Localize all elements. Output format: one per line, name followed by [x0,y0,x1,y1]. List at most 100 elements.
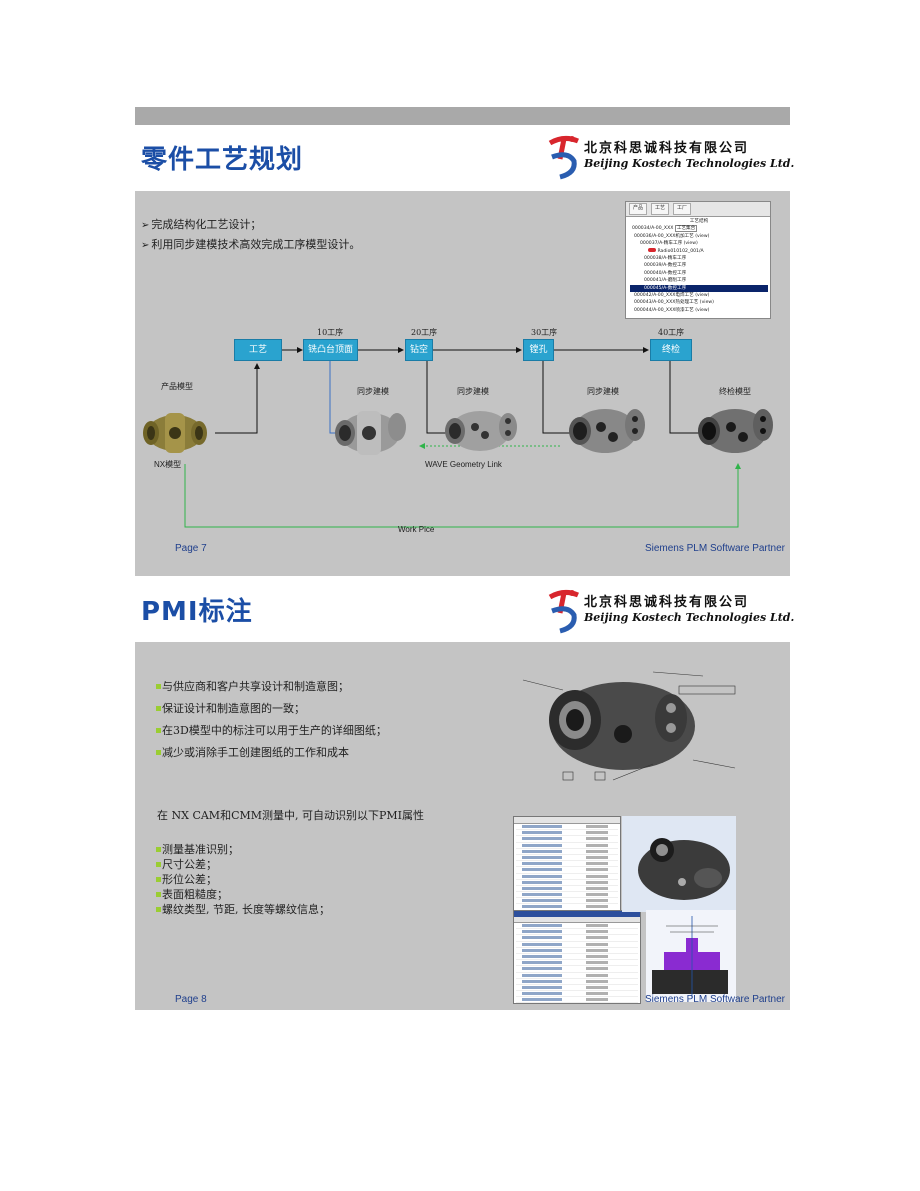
process-tree-panel: 产品 工艺 工厂 工艺结构 000034/A-00_XXX 工艺集合 00003… [625,201,771,319]
list-item[interactable] [516,861,618,868]
tree-row[interactable]: 000040/A-数控工序 [644,270,687,276]
slide-page-8: PMI标注 北京科思诚科技有限公司 Beijing Kostech Techno… [135,583,794,1010]
bullet-item: 减少或消除手工创建图纸的工作和成本 [156,742,387,764]
company-logo: 北京科思诚科技有限公司 Beijing Kostech Technologies… [546,587,794,637]
list-item[interactable] [516,985,638,992]
company-logo: 北京科思诚科技有限公司 Beijing Kostech Technologies… [546,133,794,183]
partner-text: Siemens PLM Software Partner [644,994,785,1005]
step-box-10: 铣凸台顶面 [303,339,358,361]
slide-header: 零件工艺规划 北京科思诚科技有限公司 Beijing Kostech Techn… [135,125,794,191]
step-box-40: 终检 [650,339,692,361]
step-box-20: 钻空 [405,339,433,361]
pmi-navigator-panel [513,816,621,914]
list-item[interactable] [516,874,618,880]
bullet-item: 形位公差； [156,872,330,887]
process-flow-diagram [143,347,773,528]
tree-row-selected[interactable]: 000045/A-数控工序 [630,284,768,293]
step-label-20: 20工序 [411,328,438,337]
partner-text: Siemens PLM Software Partner [644,543,785,554]
list-item[interactable] [516,973,638,979]
bullet-item: 利用同步建模技术高效完成工序模型设计。 [141,235,360,255]
list-item[interactable] [516,997,638,1003]
pmi-benefit-list: 与供应商和客户共享设计和制造意图； 保证设计和制造意图的一致； 在3D模型中的标… [156,676,387,764]
page-number: Page 8 [175,994,207,1005]
pmi-attribute-list: 测量基准识别； 尺寸公差； 形位公差； 表面粗糙度； 螺纹类型, 节距, 长度等… [156,842,330,917]
work-piece-label: Work Pice [398,525,435,534]
logo-english-name: Beijing Kostech Technologies Ltd. [584,611,795,624]
list-item[interactable] [516,979,638,985]
list-item[interactable] [516,942,638,948]
bullet-item: 尺寸公差； [156,857,330,872]
tree-row[interactable]: 000042/A-00_XXX电焊工艺 (view) [634,293,710,299]
nx-model-label: NX模型 [154,460,182,469]
list-item[interactable] [516,923,638,930]
list-item[interactable] [516,954,638,961]
page-number: Page 7 [175,543,207,554]
list-item[interactable] [516,948,638,954]
tree-badge: 工艺集合 [674,225,698,233]
list-item[interactable] [516,929,638,936]
list-item[interactable] [516,855,618,862]
list-item[interactable] [516,898,618,905]
list-item[interactable] [516,966,638,973]
tab-product[interactable]: 产品 [629,203,648,215]
list-item[interactable] [516,836,618,843]
list-item[interactable] [516,830,618,837]
tree-row[interactable]: 000038/A-精车工序 [644,256,687,262]
step-label-40: 40工序 [658,328,685,337]
tree-rows: 工艺结构 000034/A-00_XXX 工艺集合 000036/A-00_XX… [626,217,770,314]
tree-row[interactable]: 000037/A-精车工序 (view) [640,241,698,247]
product-model-image [143,413,207,453]
list-item[interactable] [516,849,618,855]
product-model-label: 产品模型 [161,382,193,391]
step-box-30: 镗孔 [523,339,554,361]
tree-row[interactable]: 000044/A-00_XXX喷漆工艺 (view) [634,307,710,313]
list-item[interactable] [516,892,618,899]
tree-row[interactable]: 000036/A-00_XXX机加工艺 (view) [634,233,710,239]
list-item[interactable] [516,935,638,942]
slide-top-bar [135,107,790,125]
tab-process[interactable]: 工艺 [651,203,670,215]
bullet-item: 在3D模型中的标注可以用于生产的详细图纸； [156,720,387,742]
list-item[interactable] [516,960,638,967]
step-label-30: 30工序 [531,328,558,337]
slide-title: 零件工艺规划 [141,145,304,175]
sync-model-label-1: 同步建模 [357,387,389,396]
bullet-item: 测量基准识别； [156,842,330,857]
step-box-process: 工艺 [234,339,282,361]
list-item[interactable] [516,824,618,831]
panel-title-bar [514,911,640,917]
bullet-item: 螺纹类型, 节距, 长度等螺纹信息； [156,902,330,917]
bullet-item: 完成结构化工艺设计； [141,215,360,235]
logo-chinese-name: 北京科思诚科技有限公司 [584,595,750,610]
pmi-intro-text: 在 NX CAM和CMM测量中, 可自动识别以下PMI属性 [157,809,425,822]
kostech-logo-icon [548,135,579,180]
list-item[interactable] [516,867,618,874]
pmi-section-view-image [646,910,736,1002]
bullet-list: 完成结构化工艺设计； 利用同步建模技术高效完成工序模型设计。 [141,215,360,255]
tree-row[interactable]: 000039/A-数控工序 [644,263,687,269]
list-item[interactable] [516,886,618,893]
list-item[interactable] [516,991,638,998]
sync-model-1-image [335,411,406,455]
bullet-item: 表面粗糙度； [156,887,330,902]
tree-header: 工艺结构 [689,219,709,224]
slide-page-7: 零件工艺规划 北京科思诚科技有限公司 Beijing Kostech Techn… [135,107,794,576]
list-item[interactable] [516,843,618,849]
tree-row[interactable]: Radio010102_001/A [630,247,768,255]
step-label-10: 10工序 [317,328,344,337]
list-item[interactable] [516,880,618,886]
sync-model-3-image [569,409,645,453]
sync-model-2-image [445,411,517,451]
wave-link-label: WAVE Geometry Link [425,460,502,469]
pmi-annotated-model-image [522,671,736,781]
logo-chinese-name: 北京科思诚科技有限公司 [584,141,750,156]
tree-tabs: 产品 工艺 工厂 [626,202,770,217]
final-model-image [698,409,773,453]
tree-row[interactable]: 000043/A-00_XXX热处理工艺 (view) [634,300,714,306]
tree-row[interactable]: 000034/A-00_XXX 工艺集合 [632,225,698,233]
tree-row[interactable]: 000041/A-磨削工序 [644,278,687,284]
panel-header [514,817,620,824]
pmi-feature-panel [513,910,641,1004]
tab-plant[interactable]: 工厂 [673,203,692,215]
